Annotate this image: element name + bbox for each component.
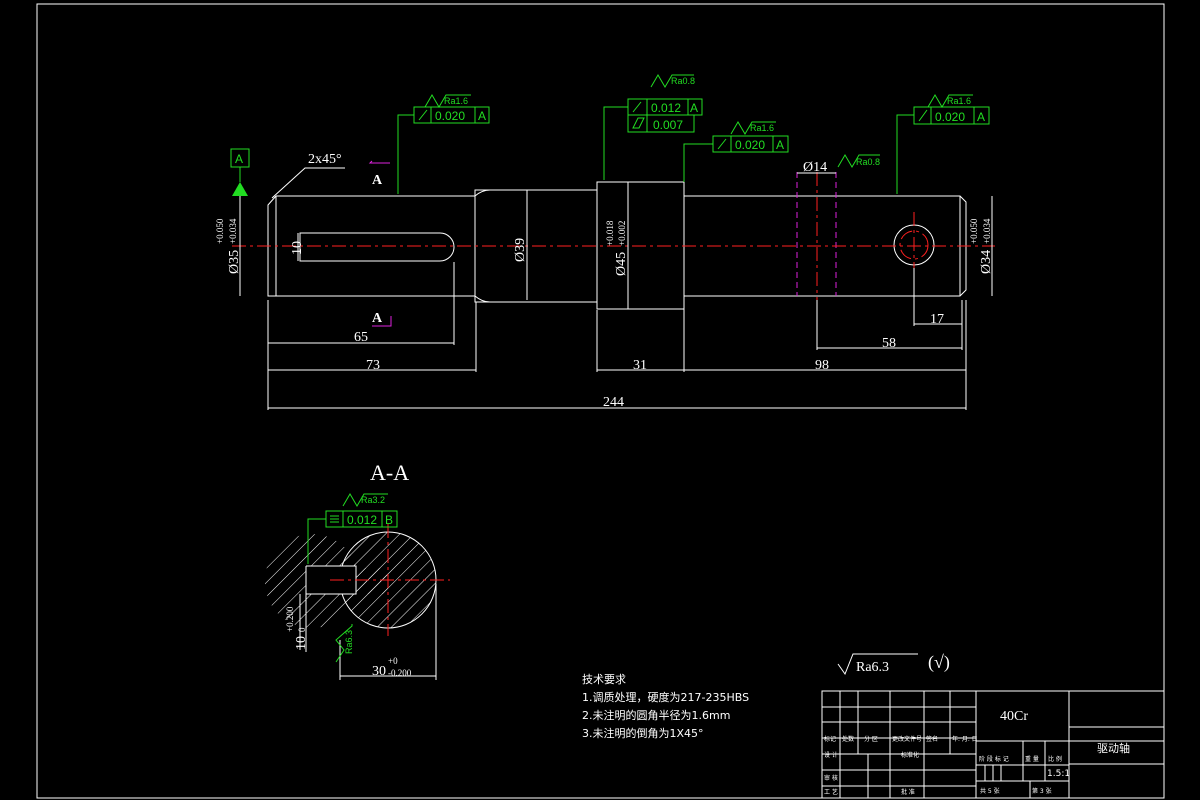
- section-depth-dim: 10 +0.200 0: [285, 606, 309, 650]
- svg-text:Ra3.2: Ra3.2: [361, 495, 385, 505]
- dim-keyway-width: 10: [290, 241, 305, 255]
- svg-text:Ø35: Ø35: [227, 250, 242, 274]
- hole-roughness: Ra0.8: [837, 154, 880, 168]
- svg-text:Ø45: Ø45: [614, 252, 629, 276]
- svg-text:Ra1.6: Ra1.6: [750, 123, 774, 133]
- svg-text:A: A: [478, 109, 486, 123]
- svg-text:+0.034: +0.034: [228, 218, 238, 244]
- svg-text:设 计: 设 计: [824, 751, 838, 759]
- drawing-frame: [36, 3, 1165, 799]
- note-3: 3.未注明的倒角为1X45°: [582, 726, 704, 740]
- svg-text:A: A: [372, 311, 383, 326]
- part-name: 驱动轴: [1097, 741, 1130, 755]
- svg-text:+0.200: +0.200: [285, 606, 295, 632]
- dim-244: 244: [603, 395, 624, 410]
- svg-text:标准化: 标准化: [901, 751, 919, 759]
- svg-text:更改文件号: 更改文件号: [892, 735, 922, 743]
- svg-text:0.007: 0.007: [653, 118, 683, 132]
- svg-text:第 3 张: 第 3 张: [1032, 787, 1052, 795]
- svg-text:比 例: 比 例: [1048, 755, 1062, 763]
- svg-text:0.012: 0.012: [651, 101, 681, 115]
- svg-text:0.020: 0.020: [935, 110, 965, 124]
- section-title: A-A: [370, 460, 409, 485]
- svg-text:分 区: 分 区: [864, 735, 878, 743]
- dim-left-dia: Ø35 +0.050 +0.034: [215, 218, 242, 274]
- dim-58: 58: [882, 336, 896, 351]
- notes-title: 技术要求: [582, 673, 626, 686]
- svg-text:(√): (√): [928, 652, 950, 673]
- section-gdt-frame: Ra3.2 0.012 B: [307, 493, 398, 564]
- svg-text:A: A: [776, 138, 784, 152]
- svg-text:+0: +0: [388, 656, 398, 666]
- title-block-labels: 标记 处数 分 区 更改文件号 签名 年. 月. 日 设 计 标准化 阶 段 标…: [824, 735, 1062, 796]
- svg-text:Ø34: Ø34: [979, 250, 994, 274]
- svg-text:Ra0.8: Ra0.8: [856, 157, 880, 167]
- general-roughness: Ra6.3 (√): [837, 652, 950, 676]
- title-block: [821, 690, 1165, 799]
- svg-text:-0.200: -0.200: [388, 668, 412, 678]
- section-view: [264, 524, 450, 680]
- svg-text:Ra1.6: Ra1.6: [947, 96, 971, 106]
- svg-text:10: 10: [294, 636, 309, 650]
- svg-text:Ra6.3: Ra6.3: [344, 630, 354, 654]
- section-mark-bottom: A: [372, 311, 392, 327]
- dimensions: [239, 172, 993, 410]
- svg-text:年. 月. 日: 年. 月. 日: [952, 735, 978, 743]
- svg-text:0.012: 0.012: [347, 513, 377, 527]
- technical-notes: 技术要求 1.调质处理，硬度为217-235HBS 2.未注明的圆角半径为1.6…: [582, 673, 749, 740]
- dim-hole-dia: Ø14: [803, 160, 827, 175]
- dim-right-dia: Ø34 +0.050 +0.034: [969, 218, 994, 274]
- section-width-dim: 30 +0 -0.200: [372, 656, 412, 679]
- svg-text:0.020: 0.020: [735, 138, 765, 152]
- note-1: 1.调质处理，硬度为217-235HBS: [582, 690, 749, 704]
- svg-text:0: 0: [297, 627, 307, 632]
- gdt-frame-middle: Ra0.8 0.012 A 0.007: [603, 74, 703, 180]
- svg-text:+0.018: +0.018: [605, 220, 615, 246]
- dim-98: 98: [815, 358, 829, 373]
- svg-text:Ra0.8: Ra0.8: [671, 76, 695, 86]
- scale-value: 1.5:1: [1047, 769, 1070, 779]
- section-mark-top: A: [368, 160, 390, 188]
- note-2: 2.未注明的圆角半径为1.6mm: [582, 708, 730, 722]
- dim-mid-dia: Ø45 +0.018 +0.002: [605, 220, 629, 276]
- svg-text:共 5 张: 共 5 张: [980, 787, 1000, 795]
- svg-text:+0.050: +0.050: [215, 218, 225, 244]
- gdt-frame-shoulder: Ra1.6 0.020 A: [683, 121, 789, 182]
- dim-73: 73: [366, 358, 380, 373]
- svg-text:处数: 处数: [842, 735, 854, 743]
- dim-17: 17: [930, 312, 944, 327]
- svg-text:+0.050: +0.050: [969, 218, 979, 244]
- svg-text:重 量: 重 量: [1025, 755, 1039, 763]
- svg-text:+0.034: +0.034: [982, 218, 992, 244]
- dim-dia-39: Ø39: [513, 238, 528, 262]
- svg-text:30: 30: [372, 664, 386, 679]
- svg-text:工 艺: 工 艺: [824, 788, 838, 796]
- section-side-roughness: Ra6.3: [335, 624, 354, 663]
- svg-text:0.020: 0.020: [435, 109, 465, 123]
- dim-65: 65: [354, 330, 368, 345]
- svg-text:Ra1.6: Ra1.6: [444, 96, 468, 106]
- datum-a-symbol: A: [230, 148, 250, 196]
- svg-text:批 准: 批 准: [901, 788, 915, 796]
- datum-a-label: A: [235, 152, 243, 166]
- svg-text:B: B: [385, 513, 393, 527]
- svg-text:阶 段 标 记: 阶 段 标 记: [979, 755, 1009, 763]
- svg-text:Ra6.3: Ra6.3: [856, 660, 889, 675]
- svg-text:A: A: [977, 110, 985, 124]
- svg-text:审 核: 审 核: [824, 774, 838, 782]
- gdt-frame-right: Ra1.6 0.020 A: [896, 94, 990, 194]
- chamfer-label: 2x45°: [308, 152, 342, 167]
- svg-text:标记: 标记: [824, 735, 836, 743]
- svg-text:+0.002: +0.002: [617, 221, 627, 246]
- svg-text:签名: 签名: [926, 735, 938, 743]
- gdt-frame-left: Ra1.6 0.020 A: [397, 94, 490, 194]
- svg-text:A: A: [372, 173, 383, 188]
- svg-text:A: A: [690, 101, 698, 115]
- dim-31: 31: [633, 358, 647, 373]
- material-label: 40Cr: [1000, 709, 1028, 724]
